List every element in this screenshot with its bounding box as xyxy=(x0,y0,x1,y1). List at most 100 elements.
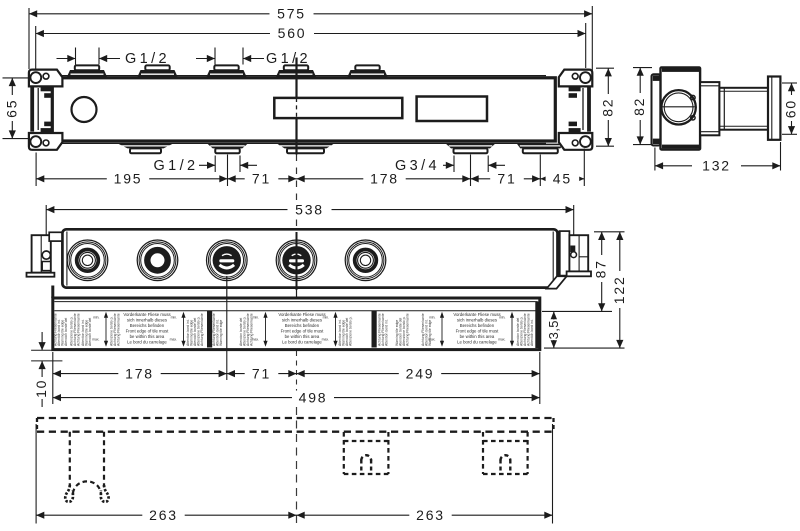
svg-text:min.: min. xyxy=(323,316,329,320)
svg-text:Atencion borde del: Atencion borde del xyxy=(193,317,197,346)
svg-text:Achtung Fliesenkante: Achtung Fliesenkante xyxy=(73,313,77,346)
svg-text:178: 178 xyxy=(125,365,154,381)
svg-text:Attention bord int.: Attention bord int. xyxy=(338,319,342,346)
svg-text:Attenzione bordo p.: Attenzione bordo p. xyxy=(243,317,247,346)
svg-text:Attention bord int.: Attention bord int. xyxy=(385,319,389,346)
svg-text:min.: min. xyxy=(253,316,259,320)
svg-text:Achtung Fliesenkante: Achtung Fliesenkante xyxy=(523,313,527,346)
svg-text:be within this area: be within this area xyxy=(285,334,320,339)
svg-text:Front edge of tile must: Front edge of tile must xyxy=(126,328,170,333)
svg-text:Atencion borde del: Atencion borde del xyxy=(399,317,403,346)
svg-text:498: 498 xyxy=(299,389,328,405)
svg-text:Attenzione bordo p.: Attenzione bordo p. xyxy=(520,317,524,346)
svg-text:Atencion borde del: Atencion borde del xyxy=(516,317,520,346)
svg-text:Atencion borde del: Atencion borde del xyxy=(88,317,92,346)
svg-text:Warning tile edge: Warning tile edge xyxy=(219,320,223,346)
svg-text:249: 249 xyxy=(406,365,435,381)
svg-text:Le bord du carrelage: Le bord du carrelage xyxy=(282,339,322,344)
svg-text:Achtung Fliesenkante: Achtung Fliesenkante xyxy=(117,313,121,346)
svg-text:Attention bord int.: Attention bord int. xyxy=(57,319,61,346)
svg-text:max.: max. xyxy=(498,338,505,342)
svg-text:Attenzione bordo p.: Attenzione bordo p. xyxy=(402,317,406,346)
svg-text:max.: max. xyxy=(428,338,435,342)
svg-text:82: 82 xyxy=(631,97,647,116)
svg-text:Attenzione bordo p.: Attenzione bordo p. xyxy=(349,317,353,346)
svg-text:Achtung Fliesenkante: Achtung Fliesenkante xyxy=(378,313,382,346)
svg-text:Attenzione bordo p.: Attenzione bordo p. xyxy=(197,317,201,346)
svg-text:be within this area: be within this area xyxy=(460,334,495,339)
svg-text:3,5: 3,5 xyxy=(546,320,561,339)
svg-text:Achtung Fliesenkante: Achtung Fliesenkante xyxy=(406,313,410,346)
svg-text:71: 71 xyxy=(252,365,271,381)
svg-text:Achtung Fliesenkante: Achtung Fliesenkante xyxy=(421,313,425,346)
svg-text:Le bord du carrelage: Le bord du carrelage xyxy=(127,339,167,344)
svg-text:G3/4: G3/4 xyxy=(395,158,440,174)
svg-text:Bereichs befinden: Bereichs befinden xyxy=(460,323,495,328)
svg-text:Attenzione bordo p.: Attenzione bordo p. xyxy=(110,317,114,346)
svg-text:Front edge of tile must: Front edge of tile must xyxy=(456,328,500,333)
svg-text:45: 45 xyxy=(553,171,572,187)
svg-text:Atencion borde del: Atencion borde del xyxy=(345,317,349,346)
svg-text:71: 71 xyxy=(252,171,271,187)
svg-text:Warning tile edge: Warning tile edge xyxy=(61,320,65,346)
svg-text:Achtung Fliesenkante: Achtung Fliesenkante xyxy=(527,313,531,346)
svg-text:Attention bord int.: Attention bord int. xyxy=(186,319,190,346)
svg-text:Bereichs befinden: Bereichs befinden xyxy=(285,323,320,328)
svg-text:575: 575 xyxy=(277,6,306,22)
svg-text:Attenzione bordo p.: Attenzione bordo p. xyxy=(70,317,74,346)
svg-text:max.: max. xyxy=(252,338,259,342)
svg-text:Warning tile edge: Warning tile edge xyxy=(190,320,194,346)
svg-text:Bereichs befinden: Bereichs befinden xyxy=(130,323,165,328)
svg-text:10: 10 xyxy=(33,379,49,398)
svg-text:Front edge of tile must: Front edge of tile must xyxy=(281,328,325,333)
svg-text:G1/2: G1/2 xyxy=(125,51,170,67)
svg-text:65: 65 xyxy=(3,99,19,118)
svg-text:560: 560 xyxy=(278,25,307,41)
svg-text:Attention bord int.: Attention bord int. xyxy=(530,319,534,346)
svg-text:Atencion borde del: Atencion borde del xyxy=(64,317,68,346)
svg-text:min.: min. xyxy=(171,316,177,320)
svg-text:195: 195 xyxy=(114,171,143,187)
svg-text:60: 60 xyxy=(783,99,799,118)
svg-text:min.: min. xyxy=(429,316,435,320)
svg-text:Warning tile edge: Warning tile edge xyxy=(85,320,89,346)
svg-text:max.: max. xyxy=(322,338,329,342)
svg-text:Warning tile edge: Warning tile edge xyxy=(342,320,346,346)
svg-text:263: 263 xyxy=(149,507,178,523)
svg-text:Achtung Fliesenkante: Achtung Fliesenkante xyxy=(200,313,204,346)
svg-text:Vorderkante Fliese muss: Vorderkante Fliese muss xyxy=(123,312,170,317)
svg-text:82: 82 xyxy=(599,98,615,117)
svg-text:be within this area: be within this area xyxy=(130,334,165,339)
svg-text:Atencion borde del: Atencion borde del xyxy=(239,317,243,346)
svg-text:Warning tile edge: Warning tile edge xyxy=(395,320,399,346)
svg-text:min.: min. xyxy=(93,316,99,320)
svg-text:87: 87 xyxy=(593,259,609,278)
svg-text:G1/2: G1/2 xyxy=(153,158,198,174)
svg-text:Achtung Fliesenkante: Achtung Fliesenkante xyxy=(381,313,385,346)
svg-text:Vorderkante Fliese muss: Vorderkante Fliese muss xyxy=(453,312,500,317)
svg-text:Achtung Fliesenkante: Achtung Fliesenkante xyxy=(77,313,81,346)
svg-text:263: 263 xyxy=(416,507,445,523)
svg-text:178: 178 xyxy=(370,171,399,187)
svg-text:Achtung Fliesenkante: Achtung Fliesenkante xyxy=(246,313,250,346)
svg-text:Achtung Fliesenkante: Achtung Fliesenkante xyxy=(54,313,58,346)
svg-text:71: 71 xyxy=(497,171,516,187)
svg-text:122: 122 xyxy=(611,275,627,304)
svg-text:132: 132 xyxy=(702,158,731,174)
svg-text:Achtung Fliesenkante: Achtung Fliesenkante xyxy=(212,313,216,346)
svg-text:Achtung Fliesenkante: Achtung Fliesenkante xyxy=(250,313,254,346)
svg-text:Vorderkante Fliese muss: Vorderkante Fliese muss xyxy=(278,312,325,317)
svg-text:Attention bord int.: Attention bord int. xyxy=(216,319,220,346)
svg-text:sich innerhalb dieses: sich innerhalb dieses xyxy=(282,317,322,322)
svg-text:Le bord du carrelage: Le bord du carrelage xyxy=(457,339,497,344)
svg-text:sich innerhalb dieses: sich innerhalb dieses xyxy=(457,317,497,322)
svg-text:Attention bord int.: Attention bord int. xyxy=(425,319,429,346)
svg-text:538: 538 xyxy=(295,201,324,217)
svg-text:Achtung Fliesenkante: Achtung Fliesenkante xyxy=(113,313,117,346)
svg-text:min.: min. xyxy=(499,316,505,320)
svg-text:Attention bord int.: Attention bord int. xyxy=(81,319,85,346)
svg-text:sich innerhalb dieses: sich innerhalb dieses xyxy=(127,317,167,322)
svg-text:max.: max. xyxy=(92,338,99,342)
svg-text:Warning tile edge: Warning tile edge xyxy=(428,320,432,346)
svg-text:max.: max. xyxy=(170,338,177,342)
